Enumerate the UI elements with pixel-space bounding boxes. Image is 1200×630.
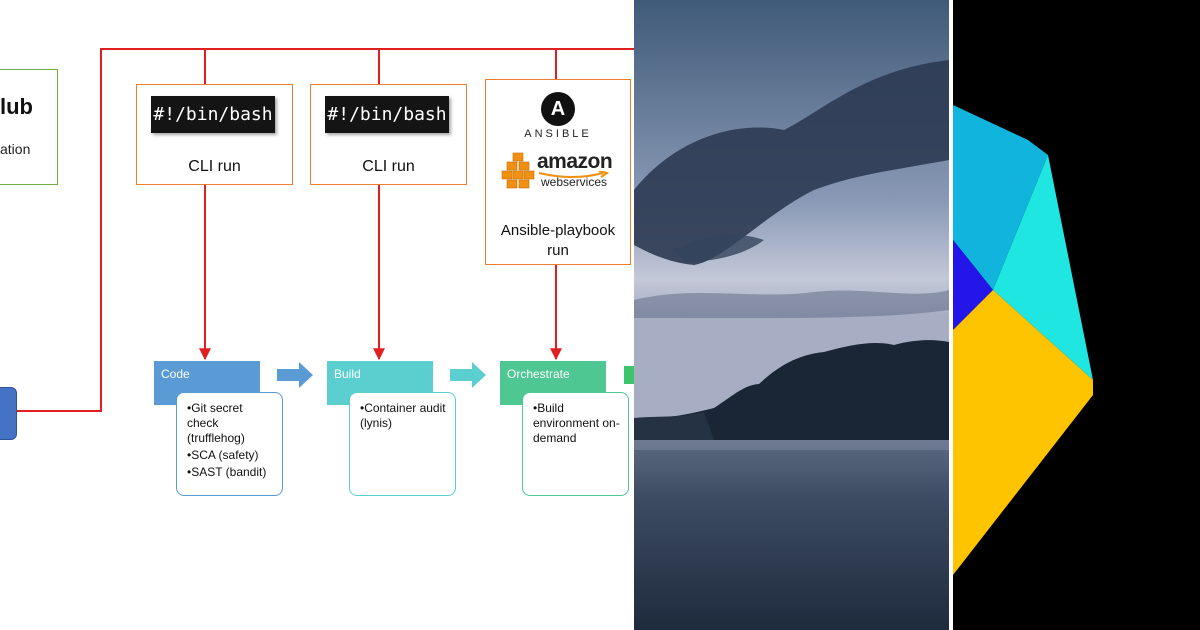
pipeline-diagram: lub ation #!/bin/bash CLI run #!/bin/bas… — [0, 48, 634, 496]
bash-badge: #!/bin/bash — [151, 96, 275, 133]
brand-logo-panel — [953, 0, 1200, 630]
tool-label: CLI run — [188, 158, 241, 175]
source-title: lub — [0, 94, 33, 119]
tool-label-line2: run — [547, 242, 569, 259]
flow-arrow-icon — [277, 362, 313, 388]
connector-wires — [14, 48, 634, 412]
source-box — [0, 69, 58, 185]
tool-label: CLI run — [362, 158, 415, 175]
card-item: •Container audit (lynis) — [360, 401, 446, 430]
panel-divider — [949, 0, 953, 630]
tool-box-cli-2: #!/bin/bash CLI run — [310, 84, 467, 185]
tool-label-line1: Ansible-playbook — [500, 222, 616, 239]
repo-node — [0, 387, 17, 440]
card-item: •SCA (safety) — [187, 448, 259, 462]
landscape-photo — [634, 0, 949, 630]
card-item: •Git secret check (trufflehog) — [187, 401, 245, 445]
flow-arrow-icon — [450, 362, 486, 388]
tool-box-ansible: A ANSIBLE amazon webservice — [485, 79, 631, 265]
tool-box-cli-1: #!/bin/bash CLI run — [136, 84, 293, 185]
card-item: •Build environment on-demand — [533, 401, 620, 445]
aws-cubes-icon — [501, 152, 535, 189]
stage-orchestrate-card: •Build environment on-demand — [522, 392, 629, 496]
stage-build-card: •Container audit (lynis) — [349, 392, 456, 496]
stage-code-card: •Git secret check (trufflehog) •SCA (saf… — [176, 392, 283, 496]
ansible-wordmark: ANSIBLE — [524, 128, 592, 140]
stage-next-edge — [624, 366, 634, 384]
aws-logo: amazon webservices — [501, 150, 619, 196]
aws-smile-icon — [538, 171, 609, 178]
source-subtitle: ation — [0, 141, 31, 157]
tool-label: Ansible-playbook run — [486, 221, 630, 261]
aws-wordmark: amazon — [537, 150, 613, 173]
ansible-logo-icon: A — [541, 92, 575, 126]
card-item: •SAST (bandit) — [187, 465, 267, 479]
landscape-photo-image — [634, 0, 949, 630]
aws-subwordmark: webservices — [541, 175, 608, 189]
hexagon-logo-icon — [953, 105, 1093, 575]
bash-badge: #!/bin/bash — [325, 96, 449, 133]
